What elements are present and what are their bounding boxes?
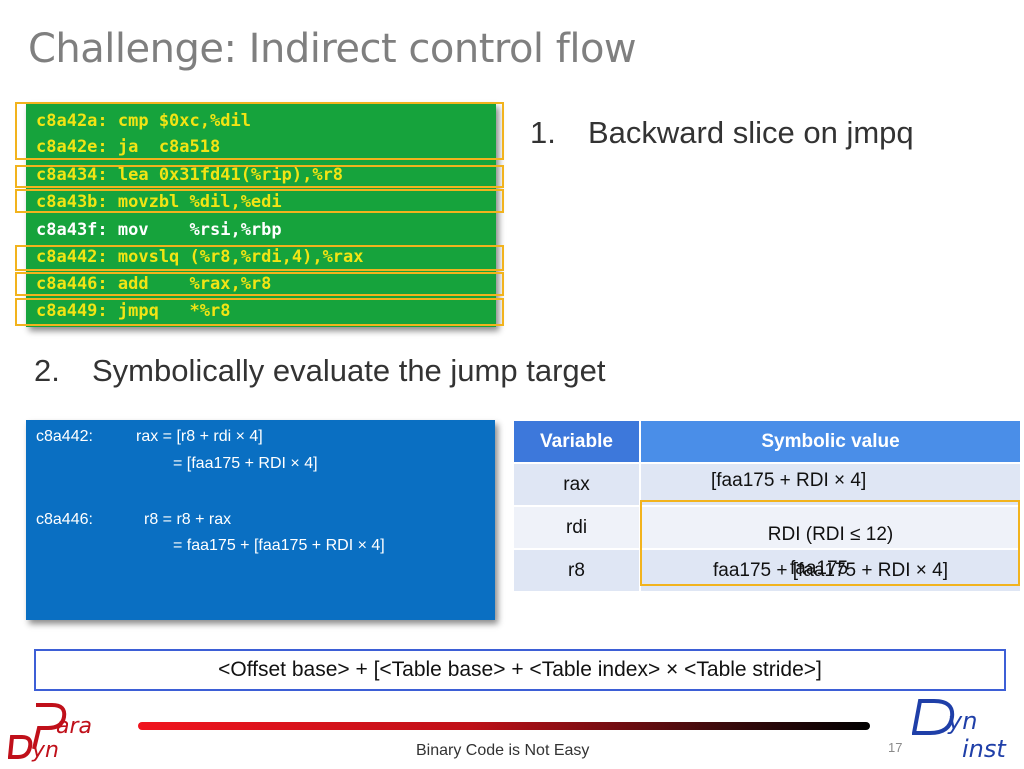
eval-address: c8a442: — [36, 428, 93, 445]
table-cell-variable: r8 — [568, 559, 585, 581]
eval-line: = [faa175 + RDI × 4] — [173, 455, 318, 472]
symbolic-evaluation-box: c8a442: rax = [r8 + rdi × 4] = [faa175 +… — [26, 420, 495, 620]
eval-line: = faa175 + [faa175 + RDI × 4] — [173, 537, 385, 554]
asm-line: c8a42e: ja c8a518 — [36, 137, 221, 157]
svg-text:ara: ara — [56, 714, 92, 739]
table-row: rdi RDI (RDI ≤ 12) — [514, 507, 1020, 548]
slide-title: Challenge: Indirect control flow — [28, 26, 637, 72]
step-1-text: Backward slice on jmpq — [588, 115, 914, 150]
asm-line: c8a434: lea 0x31fd41(%rip),%r8 — [36, 165, 344, 185]
asm-line: c8a43b: movzbl %dil,%edi — [36, 192, 282, 212]
page-number: 17 — [888, 740, 903, 755]
slice-highlight-box — [15, 272, 504, 296]
footer-text: Binary Code is Not Easy — [416, 742, 590, 759]
dyninst-logo: yn inst — [911, 695, 1022, 765]
svg-text:yn: yn — [947, 707, 977, 735]
asm-line: c8a442: movslq (%r8,%rdi,4),%rax — [36, 247, 364, 267]
overlapping-text: faa175 — [790, 558, 849, 579]
slice-highlight-box — [15, 102, 504, 160]
slice-highlight-box — [15, 189, 504, 213]
highlight-box — [640, 500, 1020, 586]
table-cell-variable: rax — [563, 473, 590, 495]
eval-line: rax = [r8 + rdi × 4] — [136, 428, 263, 445]
slice-highlight-box — [15, 298, 504, 326]
jump-table-formula: <Offset base> + [<Table base> + <Table i… — [34, 649, 1006, 691]
assembly-code-block: c8a42a: cmp $0xc,%dil c8a42e: ja c8a518 … — [26, 103, 496, 327]
asm-line: c8a449: jmpq *%r8 — [36, 301, 231, 321]
footer-divider — [138, 722, 870, 730]
slice-highlight-box — [15, 165, 504, 188]
step-2: 2. Symbolically evaluate the jump target — [34, 353, 605, 389]
svg-text:inst: inst — [962, 735, 1007, 763]
svg-text:yn: yn — [31, 738, 59, 763]
table-header-variable: Variable — [514, 421, 639, 462]
symbolic-value-table: Variable Symbolic value rax [faa175 + RD… — [514, 421, 1020, 591]
paradyn-logo: ara yn — [7, 697, 118, 763]
asm-line: c8a446: add %rax,%r8 — [36, 274, 272, 294]
table-row: rax [faa175 + RDI × 4] — [514, 464, 1020, 505]
eval-address: c8a446: — [36, 511, 93, 528]
asm-line: c8a42a: cmp $0xc,%dil — [36, 111, 251, 131]
step-1: 1. Backward slice on jmpq — [530, 115, 914, 151]
step-1-number: 1. — [530, 115, 556, 150]
table-cell-value: [faa175 + RDI × 4] — [639, 464, 1020, 505]
eval-line: r8 = r8 + rax — [144, 511, 232, 528]
step-2-text: Symbolically evaluate the jump target — [92, 353, 606, 388]
asm-line: c8a43f: mov %rsi,%rbp — [36, 220, 282, 240]
table-header-symbolic-value: Symbolic value — [639, 421, 1020, 462]
slice-highlight-box — [15, 245, 504, 271]
table-cell-variable: rdi — [565, 516, 588, 538]
step-2-number: 2. — [34, 353, 60, 388]
table-header-row: Variable Symbolic value — [514, 421, 1020, 462]
